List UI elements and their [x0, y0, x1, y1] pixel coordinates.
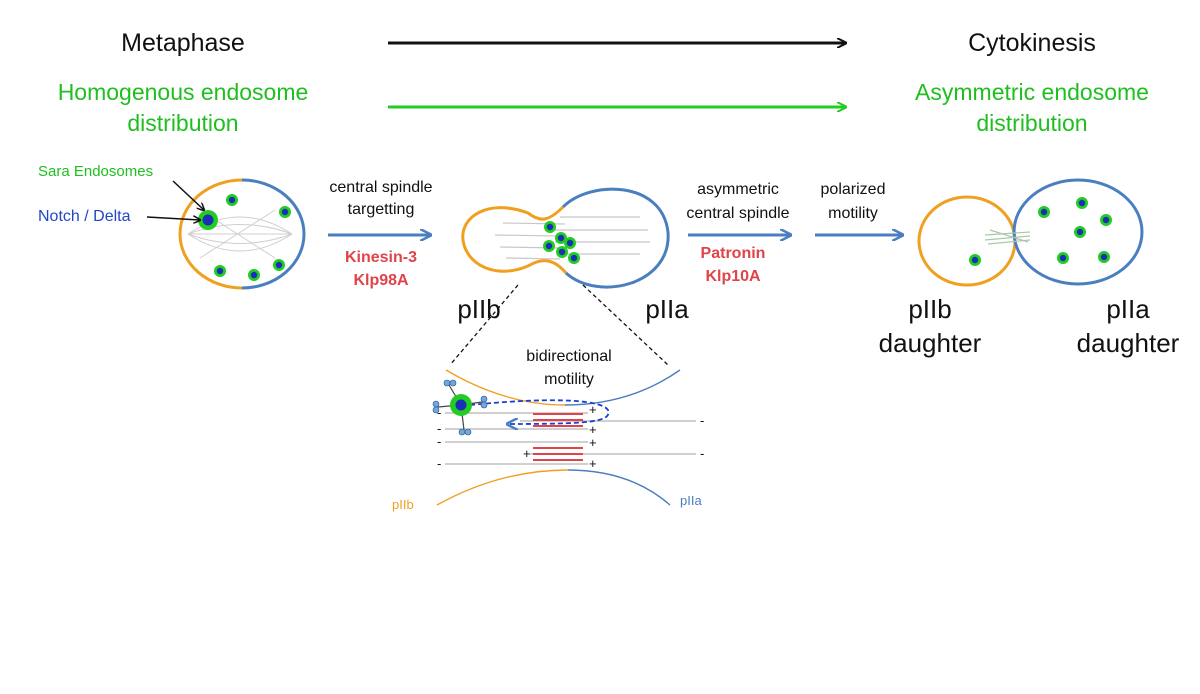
klp10a-label: Klp10A — [705, 268, 761, 285]
endosome — [226, 194, 238, 206]
notch-delta-label: Notch / Delta — [38, 208, 131, 225]
step3-label-line2: motility — [828, 205, 878, 222]
endosome — [544, 221, 556, 233]
sara-pointer — [172, 180, 204, 210]
plus-end-mark: + — [523, 446, 531, 461]
plus-end-mark: + — [589, 422, 597, 437]
homogenous-subtitle-line1: Homogenous endosome — [58, 79, 309, 105]
endosome — [969, 254, 981, 266]
cell-membrane-blue — [241, 178, 306, 290]
endosome — [556, 246, 568, 258]
zoom-line-right — [582, 284, 669, 366]
endosome — [568, 252, 580, 264]
endosome — [273, 259, 285, 271]
step3-label-line1: polarized — [821, 181, 886, 198]
plus-end-mark: + — [589, 456, 597, 471]
dividing-cell — [461, 187, 670, 289]
pIIa-membrane — [561, 187, 670, 289]
minus-end-mark: - — [437, 456, 441, 471]
midbody-spindle — [984, 229, 1031, 245]
homogenous-subtitle-line2: distribution — [127, 110, 238, 136]
pIIb-label: pIIb — [457, 294, 500, 324]
kinesin-3-label: Kinesin-3 — [345, 249, 417, 266]
zoom-line-left — [449, 284, 519, 366]
step2-label-line1: asymmetric — [697, 181, 779, 198]
endosome — [279, 206, 291, 218]
plus-end-mark: + — [589, 402, 597, 417]
zoom-pIIa-label: pIIa — [680, 493, 702, 508]
zoom-membrane-top-orange — [445, 369, 566, 406]
endosome — [543, 240, 555, 252]
mitotic-spindle — [187, 209, 293, 259]
minus-end-mark: - — [437, 434, 441, 449]
endosome — [1074, 226, 1086, 238]
asymmetric-subtitle-line2: distribution — [976, 110, 1087, 136]
zoom-membrane-bottom-blue — [567, 469, 671, 506]
pIIa-daughter-membrane — [1012, 178, 1144, 286]
endosome — [248, 269, 260, 281]
zoom-endosome — [432, 379, 488, 436]
endosome — [1098, 251, 1110, 263]
pIIa-label: pIIa — [645, 294, 689, 324]
endosome — [1057, 252, 1069, 264]
zoom-membrane-bottom-orange — [436, 469, 569, 506]
pIIb-daughter-membrane — [917, 195, 1017, 287]
plus-end-mark: + — [589, 435, 597, 450]
bidirectional-label-line2: motility — [544, 371, 594, 388]
minus-end-mark: - — [437, 421, 441, 436]
pIIb-membrane — [461, 205, 568, 275]
cell-membrane-orange — [178, 178, 243, 290]
minus-end-mark: - — [700, 446, 704, 461]
bidirectional-path-arrow — [469, 399, 610, 424]
pIIa-daughter-label-line2: daughter — [1077, 328, 1180, 358]
zoom-pIIb-label: pIIb — [392, 497, 414, 512]
asymmetric-subtitle-line1: Asymmetric endosome — [915, 79, 1149, 105]
minus-end-mark: - — [700, 413, 704, 428]
sara-endosomes-label: Sara Endosomes — [38, 163, 153, 180]
cytokinesis-title: Cytokinesis — [968, 29, 1096, 57]
step1-label-line2: targetting — [348, 201, 415, 218]
endosome — [214, 265, 226, 277]
endosome — [555, 232, 567, 244]
step1-label-line1: central spindle — [329, 179, 432, 196]
endosome — [198, 210, 218, 230]
pIIa-daughter-label-line1: pIIa — [1106, 294, 1150, 324]
klp98a-label: Klp98A — [353, 272, 409, 289]
pIIb-daughter-label-line1: pIIb — [908, 294, 951, 324]
minus-end-mark: - — [437, 405, 441, 420]
endosome-core — [455, 399, 467, 411]
metaphase-cell — [178, 178, 306, 290]
patronin-label: Patronin — [701, 245, 766, 262]
kinesin-overlap-bundles — [533, 413, 583, 461]
endosome — [1038, 206, 1050, 218]
pIIb-daughter-label-line2: daughter — [879, 328, 982, 358]
daughter-cells — [917, 178, 1144, 287]
metaphase-title: Metaphase — [121, 29, 245, 57]
polarity-marks: - + - - + - + + - - + — [437, 402, 704, 471]
endosome — [564, 237, 576, 249]
endosome — [1100, 214, 1112, 226]
notch-pointer — [146, 217, 200, 220]
receptor-heads — [432, 379, 488, 436]
endosome — [1076, 197, 1088, 209]
zoom-membrane-top-blue — [564, 369, 681, 406]
bidirectional-label-line1: bidirectional — [526, 348, 611, 365]
step2-label-line2: central spindle — [686, 205, 789, 222]
